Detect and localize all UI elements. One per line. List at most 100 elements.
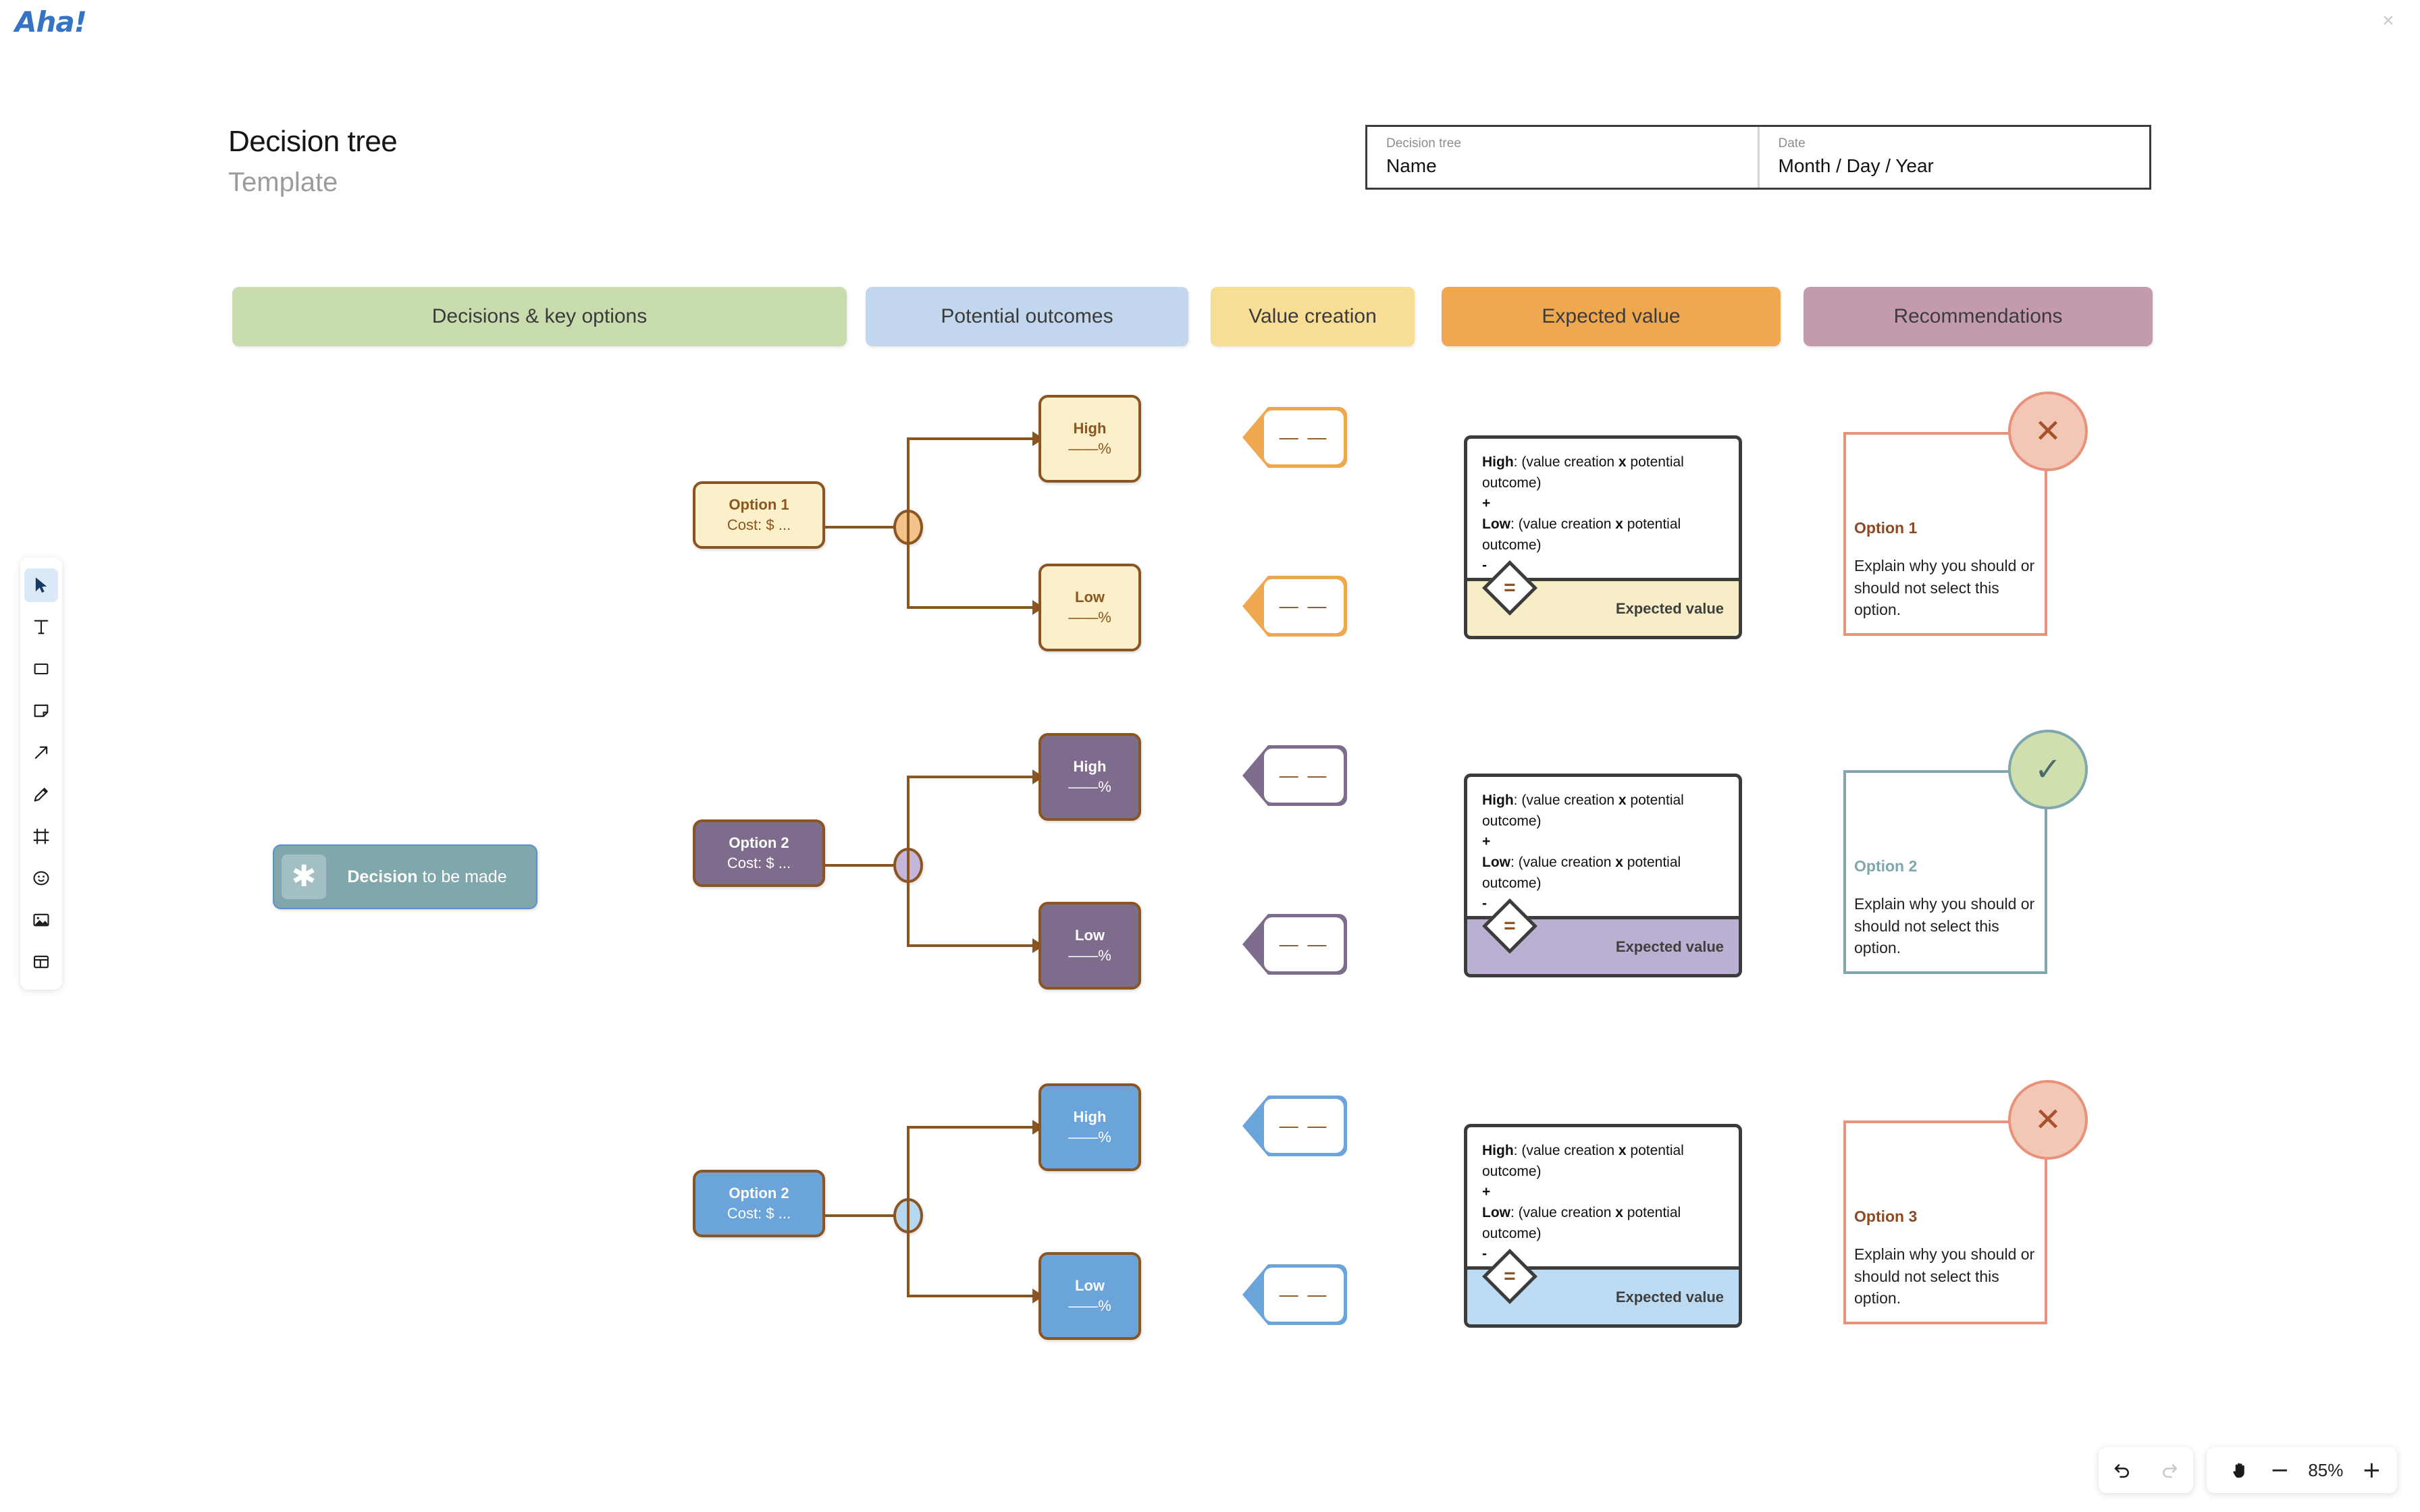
outcome-node-high[interactable]: High ——%: [1038, 733, 1141, 821]
option-node[interactable]: Option 2 Cost: $ ...: [693, 1170, 825, 1237]
select-tool-icon[interactable]: [24, 568, 58, 602]
formula-line-plus: +: [1482, 834, 1491, 850]
value-creation-chevron[interactable]: — —: [1242, 1096, 1347, 1156]
expected-value-footer-label: Expected value: [1615, 1288, 1724, 1305]
image-tool-icon[interactable]: [24, 903, 58, 937]
meta-date-cell[interactable]: Date Month / Day / Year: [1757, 127, 2150, 188]
pencil-tool-icon[interactable]: [24, 778, 58, 811]
chevron-inner: — —: [1264, 410, 1344, 464]
expected-value-card[interactable]: High: (value creation x potential outcom…: [1464, 435, 1742, 639]
meta-date-value: Month / Day / Year: [1778, 155, 1934, 176]
connector-line: [907, 439, 910, 608]
badge-glyph: ✕: [2034, 1101, 2062, 1139]
expected-value-card[interactable]: High: (value creation x potential outcom…: [1464, 774, 1742, 977]
column-header-label: Expected value: [1542, 305, 1681, 327]
connector-line: [907, 944, 1035, 947]
value-creation-chevron[interactable]: — —: [1242, 914, 1347, 975]
meta-date-label: Date: [1778, 136, 1806, 151]
value-creation-chevron[interactable]: — —: [1242, 745, 1347, 806]
formula-line-minus: -: [1482, 558, 1487, 574]
arrow-tool-icon[interactable]: [24, 736, 58, 770]
recommendation-title: Option 3: [1854, 1208, 1918, 1226]
formula-line-low: Low: (value creation x potential outcome…: [1482, 516, 1681, 553]
template-tool-icon[interactable]: [24, 945, 58, 979]
undo-icon[interactable]: [2105, 1453, 2140, 1488]
rectangle-tool-icon[interactable]: [24, 652, 58, 686]
outcome-node-high[interactable]: High ——%: [1038, 1083, 1141, 1171]
column-header-4[interactable]: Recommendations: [1804, 287, 2153, 346]
meta-name-value: Name: [1386, 155, 1437, 176]
hand-icon[interactable]: [2222, 1453, 2257, 1488]
column-header-label: Recommendations: [1893, 305, 2063, 327]
recommendation-body: Explain why you should or should not sel…: [1854, 1245, 2035, 1307]
recommendation-card[interactable]: ✕ Option 3 Explain why you should or sho…: [1843, 1080, 2088, 1324]
recommendation-card[interactable]: ✓ Option 2 Explain why you should or sho…: [1843, 730, 2088, 974]
connector-line: [907, 1127, 910, 1296]
check-icon[interactable]: ✓: [2008, 730, 2088, 809]
recommendation-body: Explain why you should or should not sel…: [1854, 895, 2035, 957]
close-icon[interactable]: ×: [2382, 9, 2394, 32]
asterisk-icon: ✱: [282, 855, 326, 899]
aha-logo[interactable]: Aha!: [15, 5, 87, 38]
page-title: Decision tree: [228, 125, 398, 158]
recommendation-text: Option 3 Explain why you should or shoul…: [1854, 1208, 2039, 1310]
chevron-inner: — —: [1264, 749, 1344, 803]
text-tool-icon[interactable]: [24, 610, 58, 644]
outcome-label: Low: [1075, 589, 1105, 606]
outcome-node-low[interactable]: Low ——%: [1038, 1252, 1141, 1340]
page-subtitle: Template: [228, 167, 338, 197]
value-placeholder: — —: [1279, 1115, 1329, 1136]
connector-line: [825, 526, 899, 529]
option-node-title: Option 2: [729, 834, 789, 852]
outcome-label: Low: [1075, 927, 1105, 944]
value-placeholder: — —: [1279, 595, 1329, 616]
meta-name-cell[interactable]: Decision tree Name: [1367, 127, 1758, 188]
frame-tool-icon[interactable]: [24, 819, 58, 853]
zoom-in-button[interactable]: +: [2362, 1457, 2382, 1484]
close-icon[interactable]: ✕: [2008, 392, 2088, 471]
outcome-label: High: [1073, 1108, 1107, 1126]
outcome-node-high[interactable]: High ——%: [1038, 395, 1141, 483]
chevron-inner: — —: [1264, 579, 1344, 633]
expected-value-card[interactable]: High: (value creation x potential outcom…: [1464, 1124, 1742, 1328]
undo-redo-group: [2099, 1447, 2193, 1493]
outcome-label: High: [1073, 758, 1107, 776]
outcome-percent: ——%: [1068, 609, 1111, 626]
formula-line-minus: -: [1482, 896, 1487, 912]
expected-value-footer-label: Expected value: [1615, 599, 1724, 617]
decision-label: Decision to be made: [326, 867, 536, 887]
recommendation-card[interactable]: ✕ Option 1 Explain why you should or sho…: [1843, 392, 2088, 636]
column-header-1[interactable]: Potential outcomes: [866, 287, 1188, 346]
formula-line-minus: -: [1482, 1246, 1487, 1262]
badge-glyph: ✓: [2034, 751, 2062, 788]
outcome-label: Low: [1075, 1277, 1105, 1295]
recommendation-frame: [1843, 432, 2047, 636]
value-creation-chevron[interactable]: — —: [1242, 1264, 1347, 1325]
equals-glyph: =: [1504, 576, 1516, 599]
chevron-inner: — —: [1264, 1099, 1344, 1153]
redo-icon[interactable]: [2152, 1453, 2187, 1488]
outcome-node-low[interactable]: Low ——%: [1038, 564, 1141, 651]
value-creation-chevron[interactable]: — —: [1242, 407, 1347, 468]
zoom-out-button[interactable]: −: [2270, 1457, 2290, 1484]
column-header-label: Value creation: [1248, 305, 1377, 327]
sticky-note-tool-icon[interactable]: [24, 694, 58, 728]
column-header-3[interactable]: Expected value: [1442, 287, 1781, 346]
decision-to-be-made-card[interactable]: ✱ Decision to be made: [273, 844, 537, 909]
chevron-inner: — —: [1264, 1268, 1344, 1322]
column-header-0[interactable]: Decisions & key options: [232, 287, 847, 346]
recommendation-body: Explain why you should or should not sel…: [1854, 557, 2035, 619]
column-header-2[interactable]: Value creation: [1211, 287, 1415, 346]
option-node[interactable]: Option 1 Cost: $ ...: [693, 481, 825, 549]
value-placeholder: — —: [1279, 765, 1329, 786]
decision-label-bold: Decision: [347, 867, 418, 886]
option-node[interactable]: Option 2 Cost: $ ...: [693, 819, 825, 887]
connector-line: [907, 777, 910, 946]
formula-line-high: High: (value creation x potential outcom…: [1482, 454, 1684, 491]
outcome-label: High: [1073, 420, 1107, 437]
close-icon[interactable]: ✕: [2008, 1080, 2088, 1160]
emoji-tool-icon[interactable]: [24, 861, 58, 895]
outcome-node-low[interactable]: Low ——%: [1038, 902, 1141, 990]
value-placeholder: — —: [1279, 1284, 1329, 1305]
value-creation-chevron[interactable]: — —: [1242, 576, 1347, 637]
